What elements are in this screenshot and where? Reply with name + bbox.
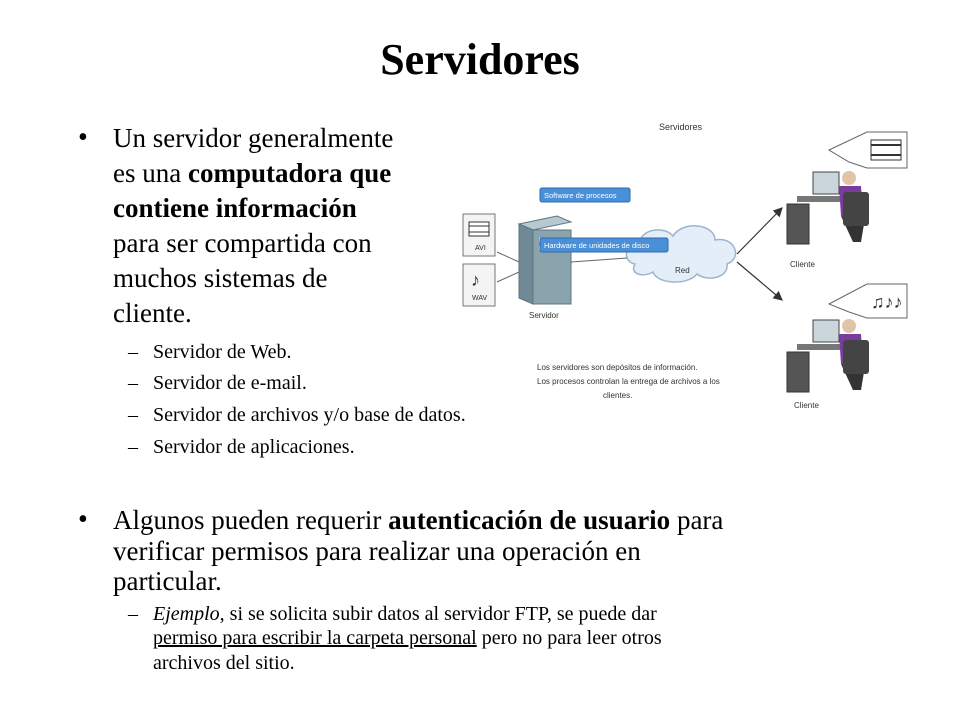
subitem-apps: –Servidor de aplicaciones. xyxy=(128,436,355,458)
svg-text:WAV: WAV xyxy=(472,295,487,302)
bullet1-line: muchos sistemas de xyxy=(113,263,328,293)
bullet1-line: es una computadora que xyxy=(113,158,392,188)
bullet-dot: • xyxy=(78,122,88,153)
diagram-title: Servidores xyxy=(659,122,703,132)
subitem-files: –Servidor de archivos y/o base de datos. xyxy=(128,404,466,426)
example-line: permiso para escribir la carpeta persona… xyxy=(153,627,662,649)
example-line: –Ejemplo, si se solicita subir datos al … xyxy=(128,603,657,625)
client-label-bottom: Cliente xyxy=(794,401,819,410)
bullet2-line: Algunos pueden requerir autenticación de… xyxy=(113,505,724,535)
server-label: Servidor xyxy=(529,311,559,320)
caption-line: Los servidores son depósitos de informac… xyxy=(537,363,698,372)
bullet1-line: Un servidor generalmente xyxy=(113,123,394,153)
bullet1-line: contiene información xyxy=(113,193,357,223)
wav-file-icon: ♪ WAV xyxy=(462,263,496,307)
bullet1-line: para ser compartida con xyxy=(113,228,372,258)
example-line: archivos del sitio. xyxy=(153,652,295,674)
bullet2-line: particular. xyxy=(113,566,222,596)
server-network-diagram: Servidores AVI ♪ WAV Servidor Red Softwa… xyxy=(462,122,908,410)
hardware-label: Hardware de unidades de disco xyxy=(544,241,649,250)
caption-line: Los procesos controlan la entrega de arc… xyxy=(537,377,720,386)
software-label: Software de procesos xyxy=(544,191,617,200)
subitem-web: –Servidor de Web. xyxy=(128,341,292,363)
network-label: Red xyxy=(675,266,690,275)
software-box xyxy=(539,187,631,203)
svg-text:♫♪♪: ♫♪♪ xyxy=(871,292,903,312)
hardware-box xyxy=(539,237,669,253)
arrow-top xyxy=(736,207,783,255)
bullet-dot: • xyxy=(78,504,88,535)
slide-title: Servidores xyxy=(380,35,580,84)
subitem-email: –Servidor de e-mail. xyxy=(128,372,307,394)
svg-text:AVI: AVI xyxy=(475,245,486,252)
bullet1-line: cliente. xyxy=(113,298,192,328)
bullet2-line: verificar permisos para realizar una ope… xyxy=(113,536,641,566)
svg-text:♪: ♪ xyxy=(471,270,480,290)
speech-bubble-music xyxy=(827,283,908,319)
caption-line: clientes. xyxy=(603,391,632,400)
avi-file-icon: AVI xyxy=(462,213,496,257)
client-label-top: Cliente xyxy=(790,260,815,269)
arrow-bottom xyxy=(736,261,783,301)
client-bottom-person-icon: ♫♪♪ xyxy=(786,283,908,393)
server-icon xyxy=(517,215,573,305)
client-top-person-icon xyxy=(786,131,908,245)
